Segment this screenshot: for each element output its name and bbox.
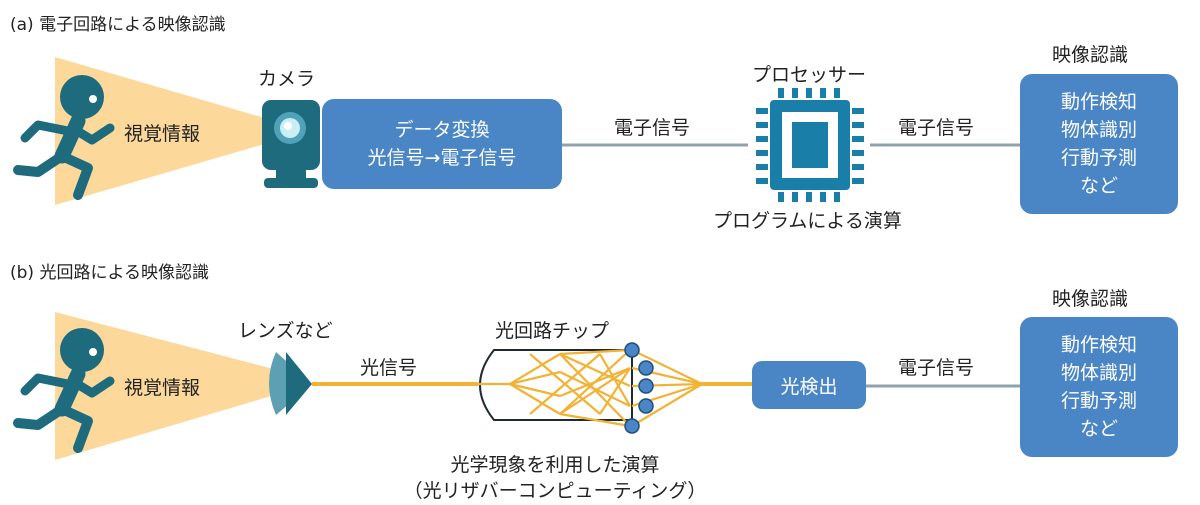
chip-label: 光回路チップ <box>495 320 610 342</box>
recognition-item: 行動予測 <box>1060 147 1137 169</box>
recognition-item: など <box>1079 418 1118 440</box>
signal-label-a1: 電子信号 <box>614 117 691 139</box>
data-convert-box: データ変換 光信号→電子信号 <box>322 99 562 189</box>
convert-line2: 光信号→電子信号 <box>367 147 517 169</box>
camera-icon <box>262 100 320 188</box>
recognition-item: 行動予測 <box>1060 390 1137 412</box>
running-person-icon <box>13 328 115 453</box>
light-detect-box: 光検出 <box>752 361 866 409</box>
chip-caption-line1: 光学現象を利用した演算 <box>450 454 660 476</box>
lens-label: レンズなど <box>238 320 333 342</box>
recognition-item: 物体識別 <box>1060 119 1137 141</box>
lens-icon <box>269 352 312 415</box>
signal-label-a2: 電子信号 <box>898 117 975 139</box>
processor-label: プロセッサー <box>752 64 867 86</box>
recognition-title-b: 映像認識 <box>1052 288 1129 310</box>
vision-label-a: 視覚情報 <box>124 123 201 145</box>
recognition-item: 動作検知 <box>1060 334 1137 356</box>
recognition-item: 物体識別 <box>1060 362 1137 384</box>
vision-cone-b <box>55 312 285 460</box>
running-person-icon <box>13 75 115 200</box>
processor-chip-icon <box>756 88 864 202</box>
signal-label-b: 電子信号 <box>898 357 975 379</box>
vision-cone-a <box>55 57 268 205</box>
light-detect-label: 光検出 <box>780 375 838 398</box>
light-signal-label: 光信号 <box>360 357 418 379</box>
recognition-item: など <box>1079 175 1118 197</box>
section-b-title: (b) 光回路による映像認識 <box>10 263 209 283</box>
chip-caption-line2: （光リザバーコンピューティング） <box>403 480 707 502</box>
camera-label: カメラ <box>258 68 316 90</box>
convert-line1: データ変換 <box>394 119 490 141</box>
processor-caption: プログラムによる演算 <box>713 210 902 232</box>
recognition-box-b: 動作検知 物体識別 行動予測 など <box>1020 317 1178 457</box>
recognition-box-a: 動作検知 物体識別 行動予測 など <box>1020 74 1178 214</box>
vision-label-b: 視覚情報 <box>124 377 201 399</box>
section-a-title: (a) 電子回路による映像認識 <box>10 15 226 35</box>
recognition-item: 動作検知 <box>1060 91 1137 113</box>
recognition-title-a: 映像認識 <box>1052 44 1129 66</box>
photonic-chip-icon <box>478 342 752 434</box>
